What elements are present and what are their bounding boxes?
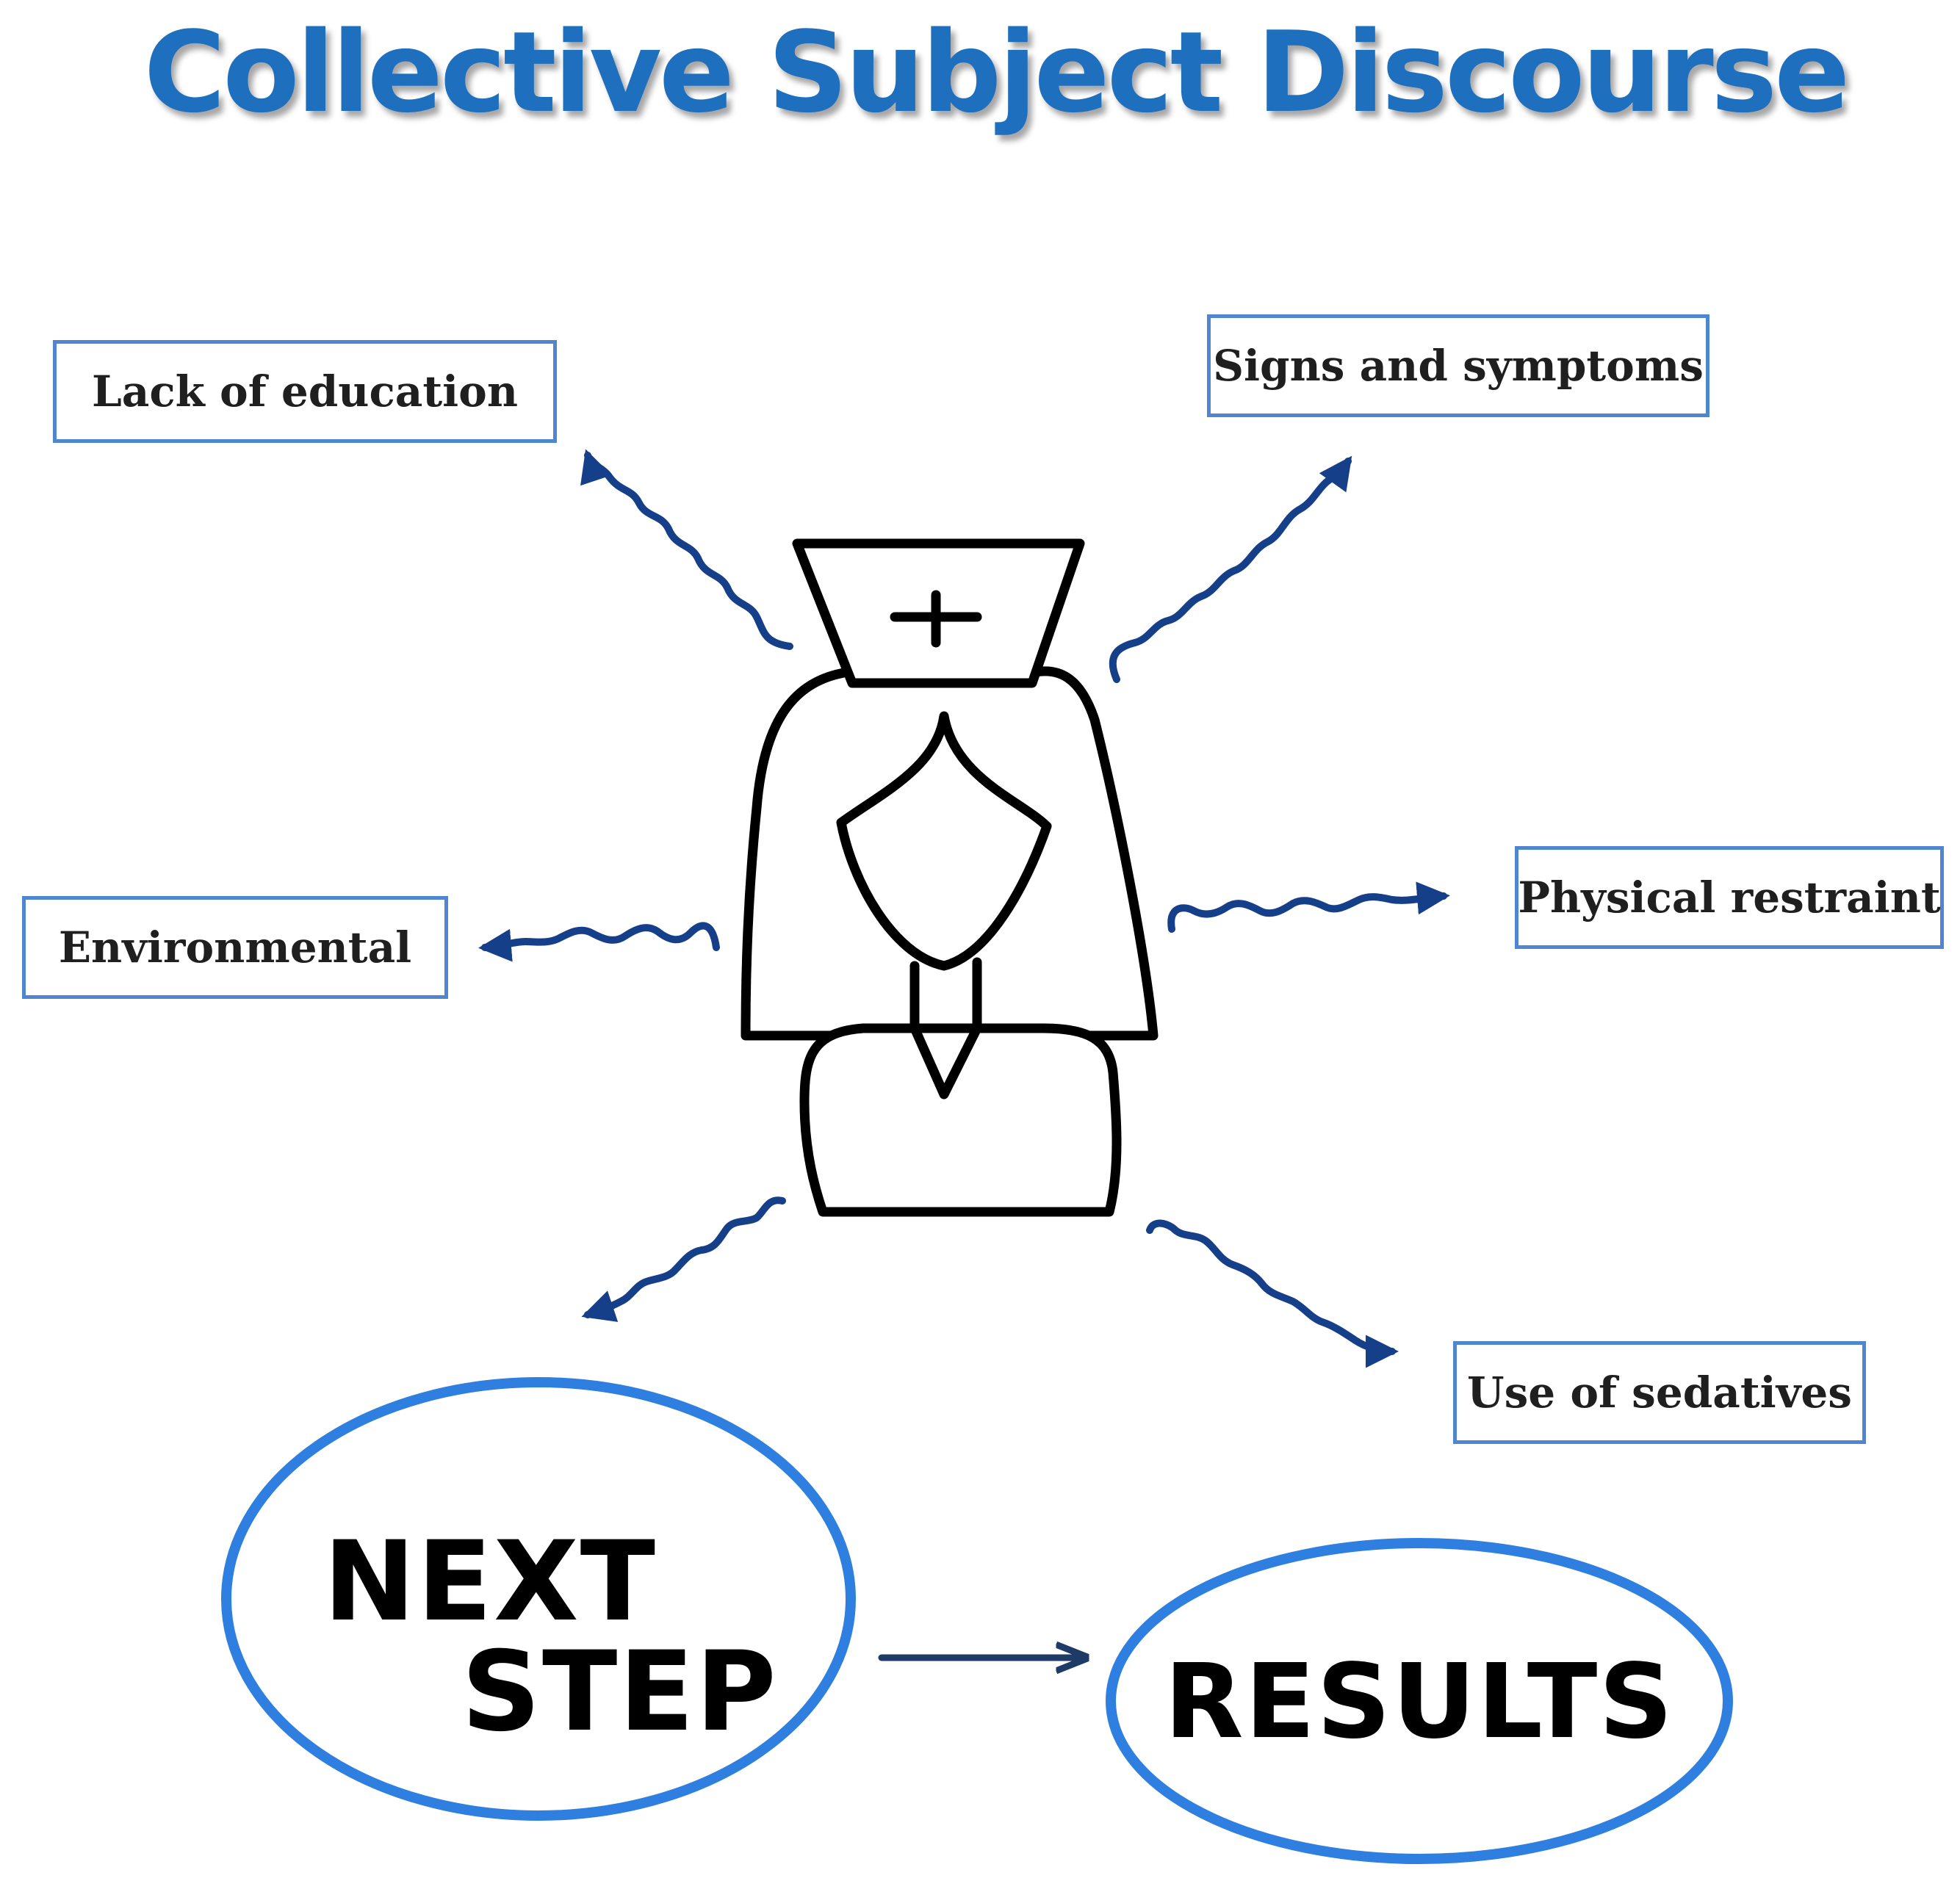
page-title: Collective Subject Discourse xyxy=(143,7,1851,137)
next-step-ellipse xyxy=(221,1377,856,1821)
label-lack-of-education: Lack of education xyxy=(91,366,519,416)
label-environmental: Environmental xyxy=(58,922,412,972)
nurse-icon xyxy=(741,538,1159,1217)
next-step-node: NEXT STEP xyxy=(221,1377,856,1821)
arrow-to-lack-of-education xyxy=(580,449,793,650)
next-step-line2: STEP xyxy=(461,1628,778,1756)
arrows xyxy=(478,449,1450,1368)
label-box-lack-of-education: Lack of education xyxy=(53,340,557,443)
arrow-to-physical-restraint xyxy=(1167,881,1450,933)
nurse-collar xyxy=(909,1023,982,1099)
results-label: RESULTS xyxy=(1164,1642,1674,1762)
nurse-face xyxy=(836,711,1052,971)
arrow-to-next-step xyxy=(581,1196,786,1322)
results-ellipse xyxy=(1106,1538,1733,1864)
label-box-signs-and-symptoms: Signs and symptoms xyxy=(1207,314,1709,417)
arrow-to-signs-and-symptoms xyxy=(1109,455,1352,683)
arrow-to-use-of-sedatives xyxy=(1146,1219,1399,1368)
label-signs-and-symptoms: Signs and symptoms xyxy=(1213,341,1704,391)
label-box-environmental: Environmental xyxy=(22,896,448,999)
label-physical-restraint: Physical restraint xyxy=(1518,873,1941,922)
nurse-neck xyxy=(909,957,982,1033)
nurse-hair-outline xyxy=(741,666,1159,1041)
label-box-use-of-sedatives: Use of sedatives xyxy=(1453,1341,1866,1444)
plus-icon xyxy=(890,590,982,648)
label-box-physical-restraint: Physical restraint xyxy=(1515,846,1944,949)
next-step-line1: NEXT xyxy=(323,1518,657,1646)
results-node: RESULTS xyxy=(1106,1538,1733,1864)
label-use-of-sedatives: Use of sedatives xyxy=(1467,1368,1852,1418)
arrow-to-environmental xyxy=(478,922,720,962)
nurse-torso xyxy=(799,1023,1122,1217)
